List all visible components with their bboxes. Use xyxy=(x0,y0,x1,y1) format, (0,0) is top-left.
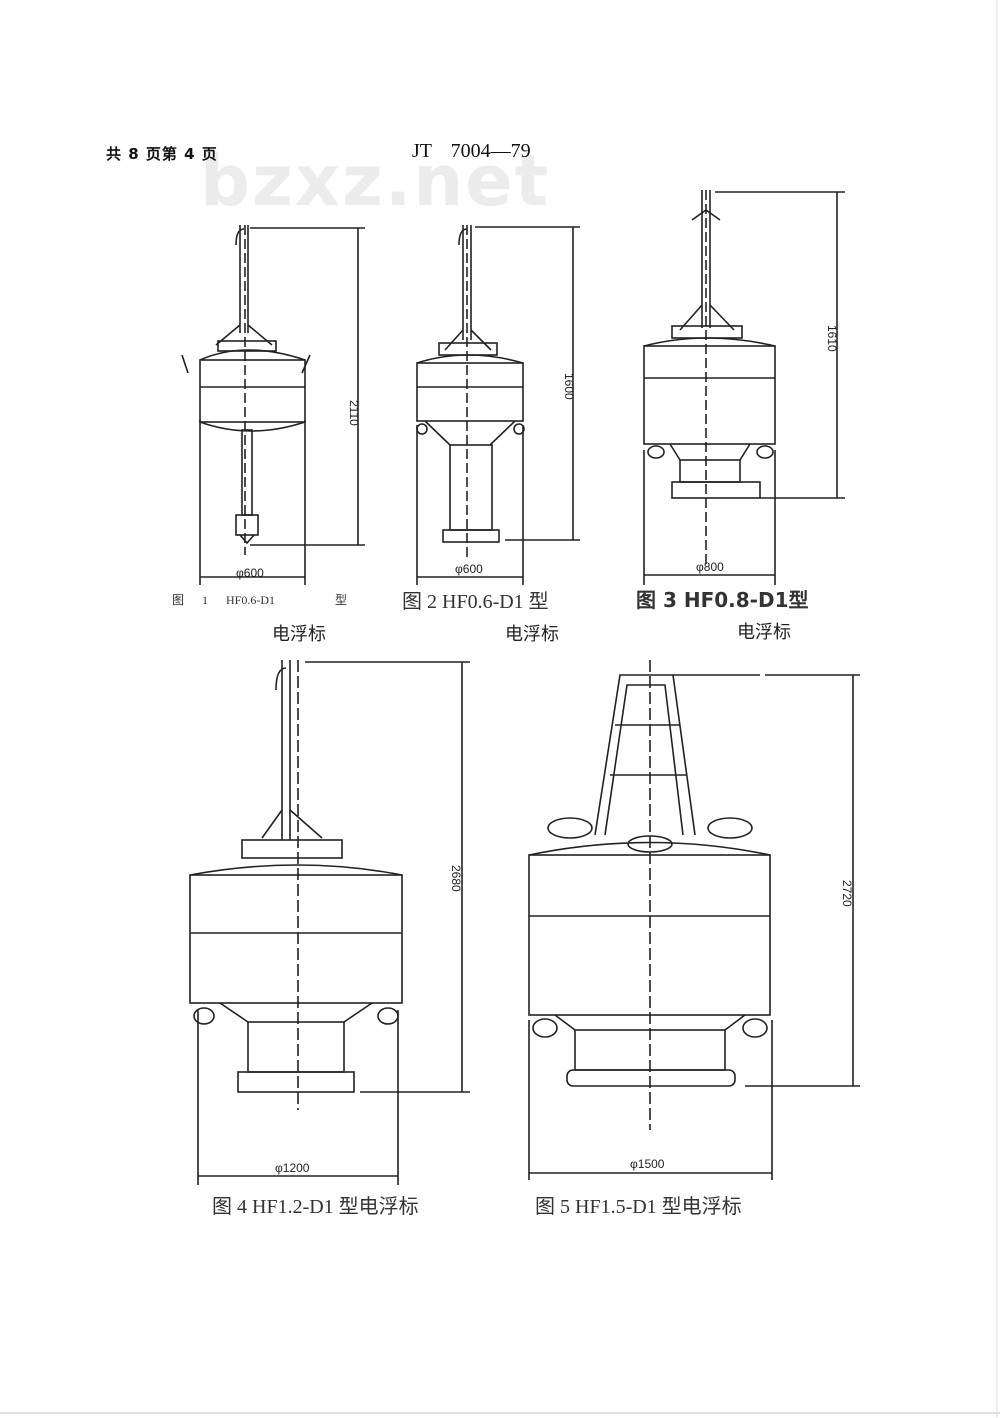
page-edge-bottom xyxy=(0,1412,1000,1414)
figure-5-drawing: φ1500 2720 xyxy=(528,660,860,1180)
figure-1-diameter: φ600 xyxy=(236,566,264,580)
figure-1-drawing: φ600 2110 xyxy=(181,225,365,585)
figure-3-drawing: φ800 1610 xyxy=(643,190,845,585)
watermark: bzxz.net xyxy=(200,140,551,222)
figure-2-diameter: φ600 xyxy=(455,562,483,576)
figure-3-caption: 图 3 HF0.8-D1型 xyxy=(636,588,809,612)
figure-4-caption: 图 4 HF1.2-D1 型电浮标 xyxy=(212,1196,419,1218)
figure-2-height: 1600 xyxy=(562,373,576,400)
page-edge-right xyxy=(996,0,998,1418)
figure-3-subtitle: 电浮标 xyxy=(737,622,791,643)
standard-number: JT 7004—79 xyxy=(412,140,531,162)
figure-1-subtitle: 电浮标 xyxy=(272,624,326,645)
figure-4-height: 2680 xyxy=(449,865,463,892)
figure-4-drawing: φ1200 2680 xyxy=(189,660,470,1185)
figure-1-height: 2110 xyxy=(347,400,361,426)
figure-2-drawing: φ600 1600 xyxy=(416,225,580,585)
figure-2-caption: 图 2 HF0.6-D1 型 xyxy=(402,591,549,613)
figure-3-diameter: φ800 xyxy=(696,560,724,574)
figure-4-diameter: φ1200 xyxy=(275,1161,310,1175)
figure-5-caption: 图 5 HF1.5-D1 型电浮标 xyxy=(535,1196,742,1218)
figure-5-diameter: φ1500 xyxy=(630,1157,665,1171)
page-count-header: 共 8 页第 4 页 xyxy=(106,145,218,163)
figure-2-subtitle: 电浮标 xyxy=(505,624,559,645)
figure-5-height: 2720 xyxy=(840,880,854,907)
figure-3-height: 1610 xyxy=(825,325,839,352)
